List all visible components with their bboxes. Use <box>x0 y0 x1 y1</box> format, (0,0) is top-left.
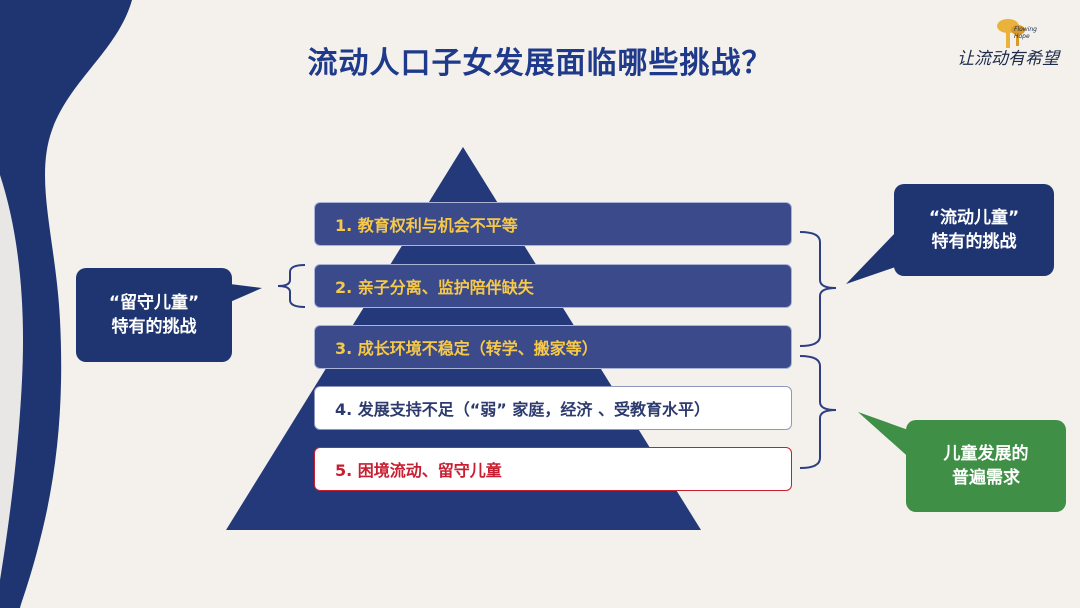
callout-pointer-left <box>230 284 262 302</box>
callout-migrant-line1: “流动儿童” <box>928 208 1020 228</box>
pyramid-level-5: 5. 困境流动、留守儿童 <box>314 447 792 491</box>
left-bracket <box>277 264 306 308</box>
callout-left-behind-line1: “留守儿童” <box>108 293 200 313</box>
callout-pointer-general <box>858 412 914 462</box>
callout-left-behind: “留守儿童” 特有的挑战 <box>76 268 232 362</box>
pyramid-level-2: 2. 亲子分离、监护陪伴缺失 <box>314 264 792 308</box>
logo-main-text: 让流动有希望 <box>957 49 1059 69</box>
pyramid-level-4: 4. 发展支持不足（“弱” 家庭，经济 、受教育水平） <box>314 386 792 430</box>
callout-migrant: “流动儿童” 特有的挑战 <box>894 184 1054 276</box>
logo-small-text: Flowing Hope <box>1014 26 1037 40</box>
pyramid-level-3: 3. 成长环境不稳定（转学、搬家等） <box>314 325 792 369</box>
left-swoosh-highlight <box>0 175 24 580</box>
mushroom-logo-icon <box>997 19 1025 48</box>
callout-migrant-line2: 特有的挑战 <box>931 232 1017 252</box>
right-bracket-migrant <box>799 231 837 347</box>
page-title: 流动人口子女发展面临哪些挑战？ <box>307 46 773 81</box>
logo-small-line-1: Flowing <box>1014 26 1037 33</box>
logo-small-line-2: Hope <box>1014 33 1030 40</box>
callout-general-line2: 普遍需求 <box>952 468 1020 488</box>
callout-general-line1: 儿童发展的 <box>943 444 1029 464</box>
callout-left-behind-line2: 特有的挑战 <box>111 317 197 337</box>
pyramid-level-1: 1. 教育权利与机会不平等 <box>314 202 792 246</box>
right-bracket-general <box>799 355 837 469</box>
brand-logo: Flowing Hope 让流动有希望 <box>948 14 1068 74</box>
left-swoosh-decoration <box>0 0 132 608</box>
callout-general: 儿童发展的 普遍需求 <box>906 420 1066 512</box>
